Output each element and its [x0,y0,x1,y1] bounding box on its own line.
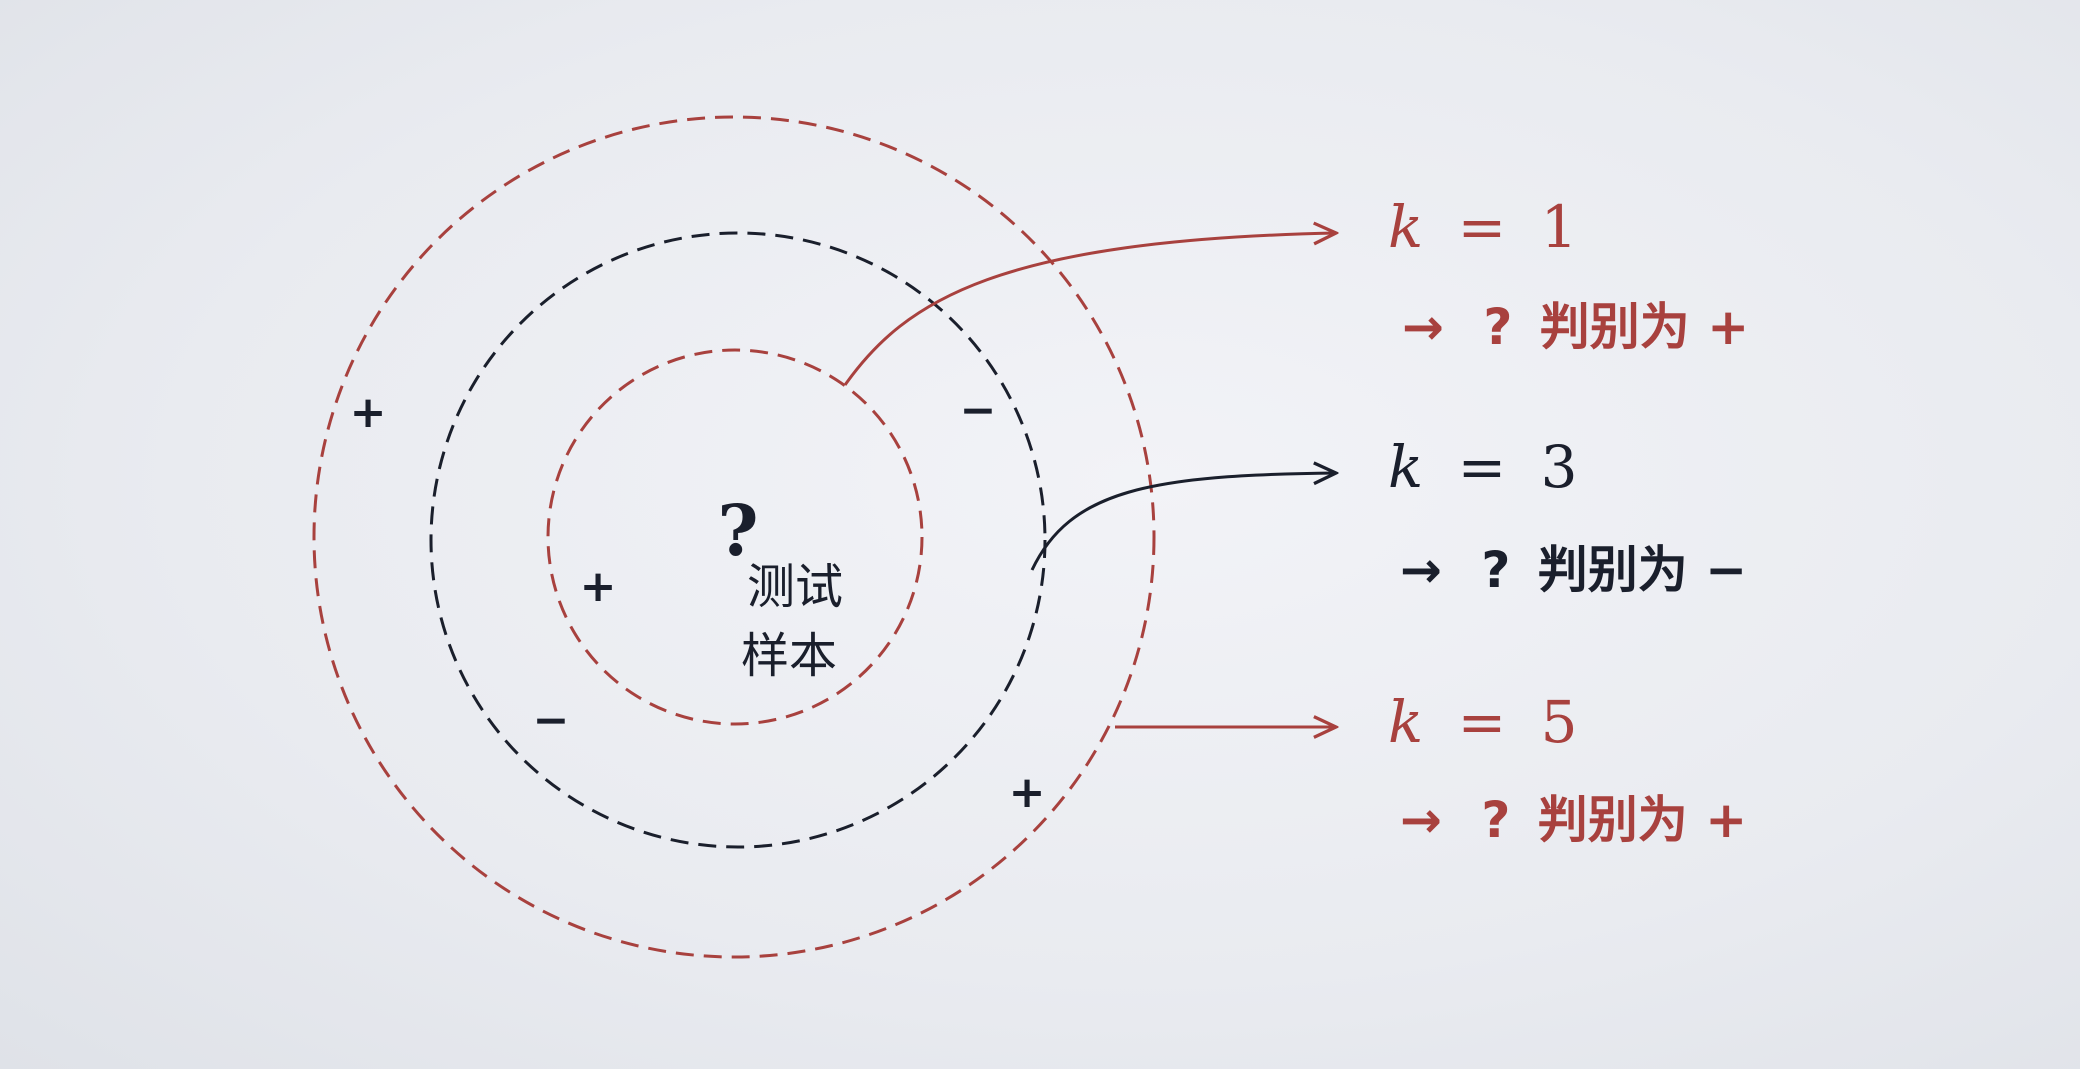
point-plus-outer-left: + [350,387,387,438]
k1-circle [546,348,924,726]
k1-verdict-arrow: → [1402,298,1444,356]
k5-value: 5 [1541,688,1578,756]
k5-circle [312,115,1156,959]
k5-verdict-sign: + [1705,791,1747,849]
k5-equation: k = 5 [1388,688,1578,756]
k3-equation: k = 3 [1388,433,1578,501]
k3-connector-arrow [1030,473,1336,571]
k3-equals: = [1458,433,1507,501]
point-minus-lower-left: − [533,695,570,746]
k5-equals: = [1458,688,1507,756]
k1-equation: k = 1 [1388,193,1578,261]
k5-verdict: → ? 判别为 + [1400,791,1747,849]
k3-circle [429,231,1047,849]
k1-connector-arrow [843,233,1336,386]
k3-verdict-sign: − [1705,541,1747,599]
test-sample-question-mark: ? [717,489,758,572]
k1-value: 1 [1541,193,1578,261]
k1-equals: = [1458,193,1507,261]
k3-verdict-text: 判别为 [1538,541,1688,599]
k3-value: 3 [1541,433,1578,501]
k3-verdict: → ? 判别为 − [1400,541,1747,599]
point-plus-lower-right: + [1009,767,1046,818]
test-sample-label-line2: 样本 [741,628,837,684]
k5-verdict-question: ? [1481,791,1510,849]
k5-verdict-text: 判别为 [1538,791,1688,849]
k5-verdict-arrow: → [1400,791,1442,849]
k1-verdict-text: 判别为 [1540,298,1690,356]
k3-verdict-question: ? [1481,541,1510,599]
point-minus-upper-right: − [960,385,997,436]
k1-verdict-sign: + [1707,298,1749,356]
point-plus-inner: + [580,561,617,612]
test-sample-label-line1: 测试 [747,559,843,615]
k1-variable: k [1388,193,1423,261]
k1-verdict-question: ? [1483,298,1512,356]
k3-variable: k [1388,433,1423,501]
k5-variable: k [1388,688,1423,756]
k1-verdict: → ? 判别为 + [1402,298,1749,356]
k3-verdict-arrow: → [1400,541,1442,599]
